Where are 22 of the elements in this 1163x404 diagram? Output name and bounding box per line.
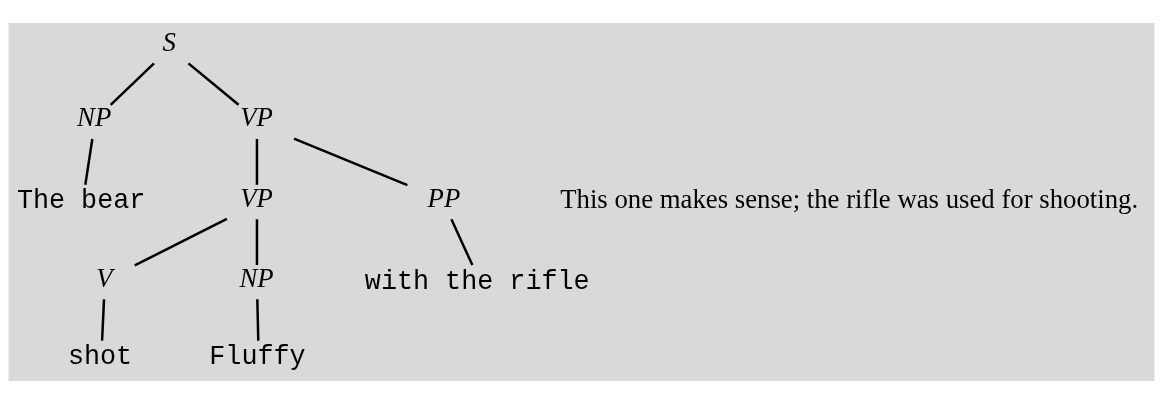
node-text: NP bbox=[239, 262, 274, 293]
node-text: VP bbox=[240, 182, 273, 213]
node-text: VP bbox=[240, 102, 273, 133]
node-text: shot bbox=[67, 341, 133, 372]
connector bbox=[187, 62, 240, 106]
node-text: with the rifle bbox=[364, 266, 590, 297]
connector bbox=[109, 62, 155, 106]
connector bbox=[134, 217, 228, 267]
connector bbox=[100, 299, 106, 341]
node-text: PP bbox=[427, 182, 461, 213]
label: This one makes sense; the rifle was used for shooting. bbox=[560, 184, 1139, 215]
node-text: S bbox=[162, 27, 176, 58]
node-text: NP bbox=[77, 102, 112, 133]
node-text: V bbox=[96, 262, 113, 293]
connector bbox=[256, 299, 260, 341]
connector bbox=[450, 218, 474, 266]
node-text: Fluffy bbox=[209, 341, 306, 372]
connector bbox=[293, 137, 408, 187]
node-text: The bear bbox=[16, 186, 146, 217]
connector bbox=[84, 138, 94, 185]
connector bbox=[255, 219, 259, 266]
connector bbox=[255, 138, 259, 185]
